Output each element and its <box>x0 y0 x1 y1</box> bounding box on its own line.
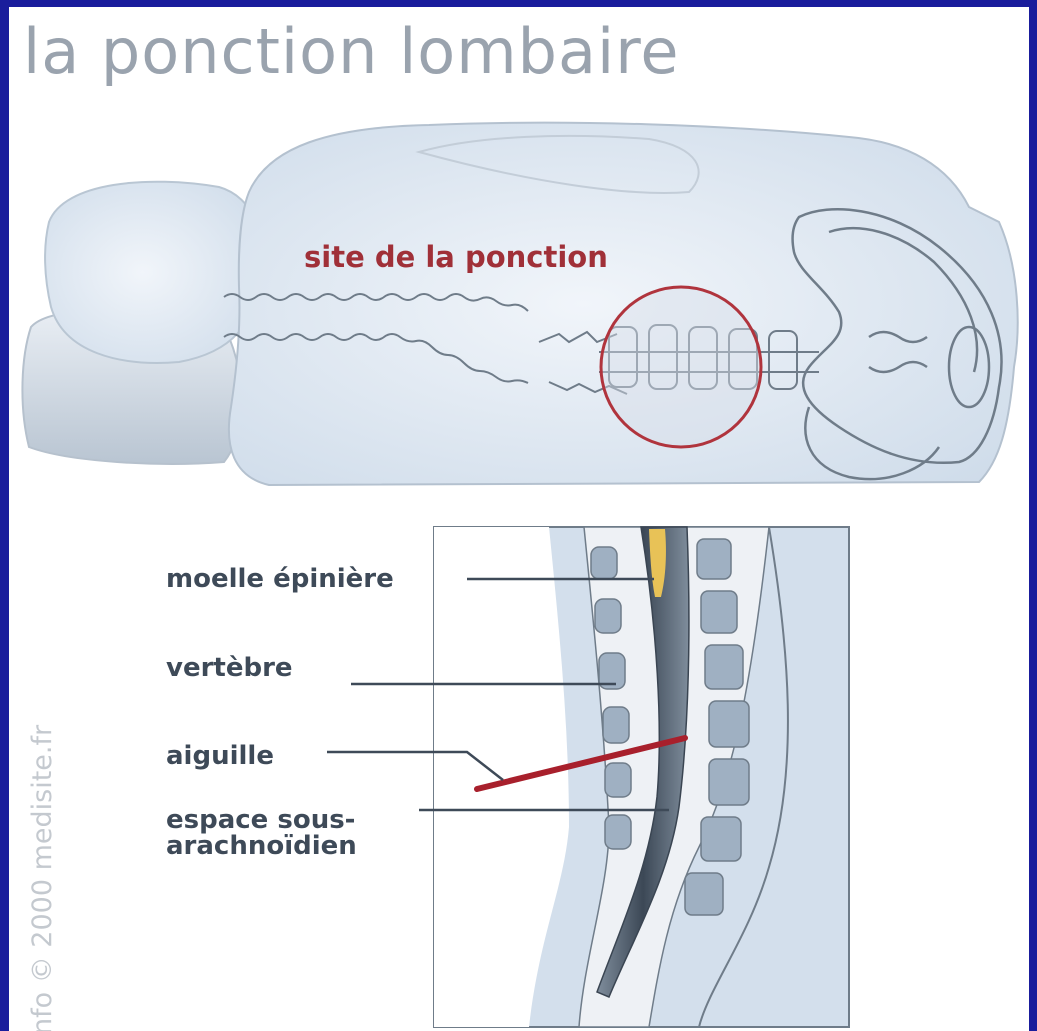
puncture-site-highlight <box>601 287 761 447</box>
puncture-site-label: site de la ponction <box>304 240 608 274</box>
page-title: la ponction lombaire <box>23 15 679 88</box>
illustration-svg <box>9 7 1029 1031</box>
copyright-notice: nfo © 2000 medisite.fr <box>27 725 58 1031</box>
label-subarachnoid-space: espace sous-arachnoïdien <box>166 807 436 859</box>
sagittal-section-inset <box>434 527 849 1027</box>
label-needle: aiguille <box>166 743 274 769</box>
illustration-panel: la ponction lombaire site de la ponction… <box>9 7 1029 1031</box>
label-spinal-cord: moelle épinière <box>166 566 394 592</box>
label-vertebra: vertèbre <box>166 655 293 681</box>
